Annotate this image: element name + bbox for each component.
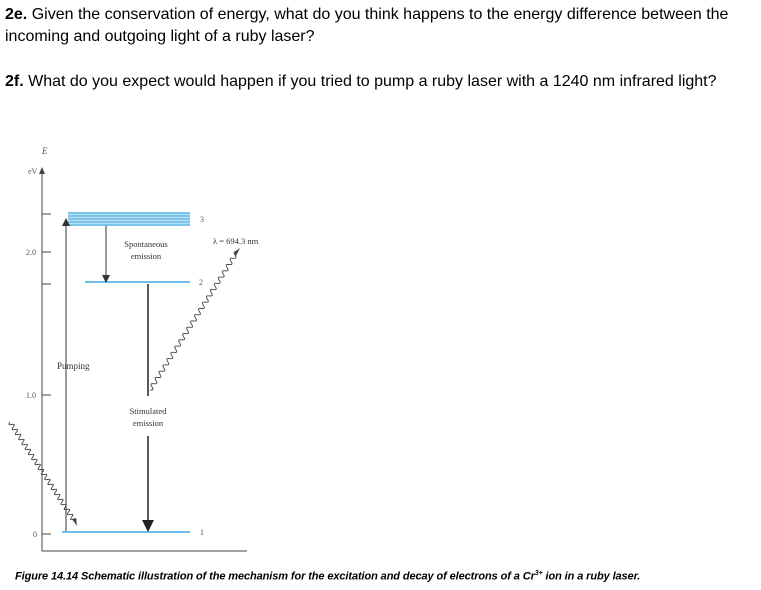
emitted-photon-arrowhead [234,248,240,256]
level-label-2: 2 [199,278,203,287]
level-label-1: 1 [200,528,204,537]
axis-label-unit: eV [28,167,38,176]
question-number: 2e. [5,6,28,23]
question-text: What do you expect would happen if you t… [23,73,717,90]
energy-level-diagram: E eV 2.0 1.0 0 3 2 1 Pumping Spontaneous… [8,146,259,552]
pump-photon-arrowhead [72,518,77,526]
caption-text-suffix: ion in a ruby laser. [542,570,641,583]
stimulated-label: emission [133,418,164,428]
question-number: 2f. [5,73,24,90]
question-2e: 2e. Given the conservation of energy, wh… [5,4,755,48]
figure-caption: Figure 14.14 Schematic illustration of t… [15,570,640,583]
tick-label-2: 2.0 [26,248,36,257]
question-2f: 2f. What do you expect would happen if y… [5,71,755,93]
caption-superscript: 3+ [534,570,543,577]
level-3-band [68,212,190,226]
spontaneous-label: Spontaneous [124,239,167,249]
axis-label-energy: E [41,146,48,156]
pump-photon-wave [8,421,77,523]
pumping-label: Pumping [57,361,90,371]
caption-text: Figure 14.14 Schematic illustration of t… [15,570,535,583]
tick-label-0: 0 [33,530,37,539]
emitted-photon-wave [149,251,238,391]
stimulated-label: Stimulated [130,406,168,416]
level-label-3: 3 [200,215,204,224]
tick-label-1: 1.0 [26,391,36,400]
wavelength-label: λ = 694.3 nm [213,236,259,246]
spontaneous-label: emission [131,251,162,261]
y-axis-arrow [39,167,45,174]
question-text: Given the conservation of energy, what d… [5,6,729,45]
